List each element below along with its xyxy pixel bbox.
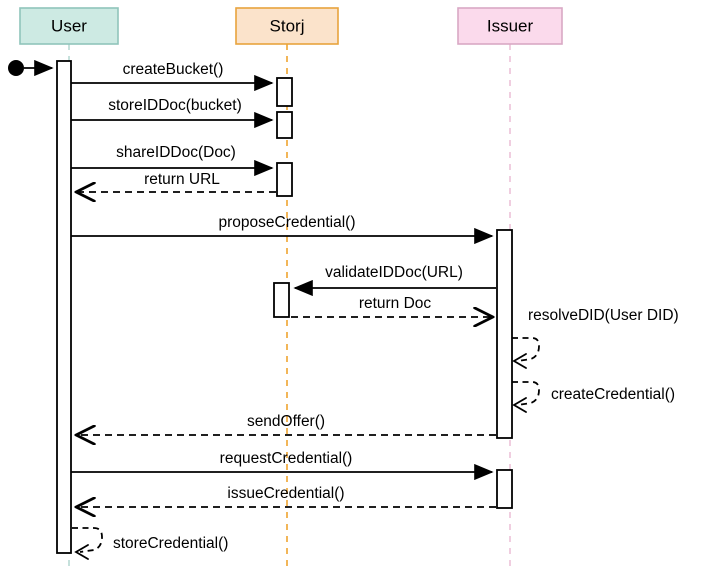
selfcall-label: resolveDID(User DID) xyxy=(528,307,679,324)
messages: createBucket() storeIDDoc(bucket) shareI… xyxy=(71,61,496,507)
activation-user-main xyxy=(56,60,72,554)
selfcall-resolve-did[interactable]: resolveDID(User DID) xyxy=(512,307,679,369)
selfcall-arrowhead-icon xyxy=(512,353,527,369)
lifeline-header-box xyxy=(235,7,339,45)
lifeline-header-storj[interactable]: Storj xyxy=(235,7,339,45)
message-label: shareIDDoc(Doc) xyxy=(116,144,236,161)
message-label: proposeCredential() xyxy=(219,214,356,231)
lifeline-header-box xyxy=(19,7,119,45)
lifeline-header-user[interactable]: User xyxy=(19,7,119,45)
selfcall-create-credential[interactable]: createCredential() xyxy=(512,381,675,413)
self-calls: resolveDID(User DID) createCredential() … xyxy=(72,307,679,560)
message-share-iddoc[interactable]: shareIDDoc(Doc) xyxy=(71,144,274,177)
selfcall-loop xyxy=(72,527,103,553)
message-send-offer[interactable]: sendOffer() xyxy=(77,413,496,435)
selfcall-label: createCredential() xyxy=(551,386,675,403)
activation-issuer-propose xyxy=(496,229,513,439)
message-store-iddoc[interactable]: storeIDDoc(bucket) xyxy=(71,97,274,129)
message-label: requestCredential() xyxy=(220,450,353,467)
lifeline-header-box xyxy=(457,7,563,45)
message-validate-iddoc[interactable]: validateIDDoc(URL) xyxy=(293,264,496,297)
message-label: validateIDDoc(URL) xyxy=(325,264,463,281)
message-label: storeIDDoc(bucket) xyxy=(108,97,242,114)
activation-storj-share-iddoc xyxy=(276,162,293,197)
lifeline-header-issuer[interactable]: Issuer xyxy=(457,7,563,45)
selfcall-loop xyxy=(512,381,540,406)
message-label: sendOffer() xyxy=(247,413,325,430)
activation-storj-store-iddoc xyxy=(276,111,293,139)
selfcall-arrowhead-icon xyxy=(74,544,89,560)
lifeline-header-label: Storj xyxy=(270,16,305,35)
activation-bars xyxy=(56,60,513,554)
lifeline-header-label: Issuer xyxy=(487,16,534,35)
selfcall-arrowhead-icon xyxy=(512,397,527,413)
start-dot-icon xyxy=(8,60,24,76)
message-create-bucket[interactable]: createBucket() xyxy=(71,61,274,92)
message-propose-credential[interactable]: proposeCredential() xyxy=(71,214,494,245)
start-marker xyxy=(8,59,54,77)
message-label: issueCredential() xyxy=(227,485,344,502)
selfcall-label: storeCredential() xyxy=(113,535,228,552)
message-issue-credential[interactable]: issueCredential() xyxy=(77,485,496,507)
activation-storj-create-bucket xyxy=(276,77,293,107)
message-label: return Doc xyxy=(359,295,432,312)
message-return-url[interactable]: return URL xyxy=(77,171,276,192)
message-label: createBucket() xyxy=(123,61,224,78)
message-return-doc[interactable]: return Doc xyxy=(291,295,492,317)
message-label: return URL xyxy=(144,171,220,188)
selfcall-store-credential[interactable]: storeCredential() xyxy=(72,527,228,560)
selfcall-loop xyxy=(512,337,540,362)
activation-storj-validate-iddoc xyxy=(273,282,290,318)
lifeline-headers: User Storj Issuer xyxy=(19,7,563,45)
activation-issuer-issue xyxy=(496,469,513,509)
lifeline-header-label: User xyxy=(51,16,87,35)
message-request-credential[interactable]: requestCredential() xyxy=(71,450,494,481)
